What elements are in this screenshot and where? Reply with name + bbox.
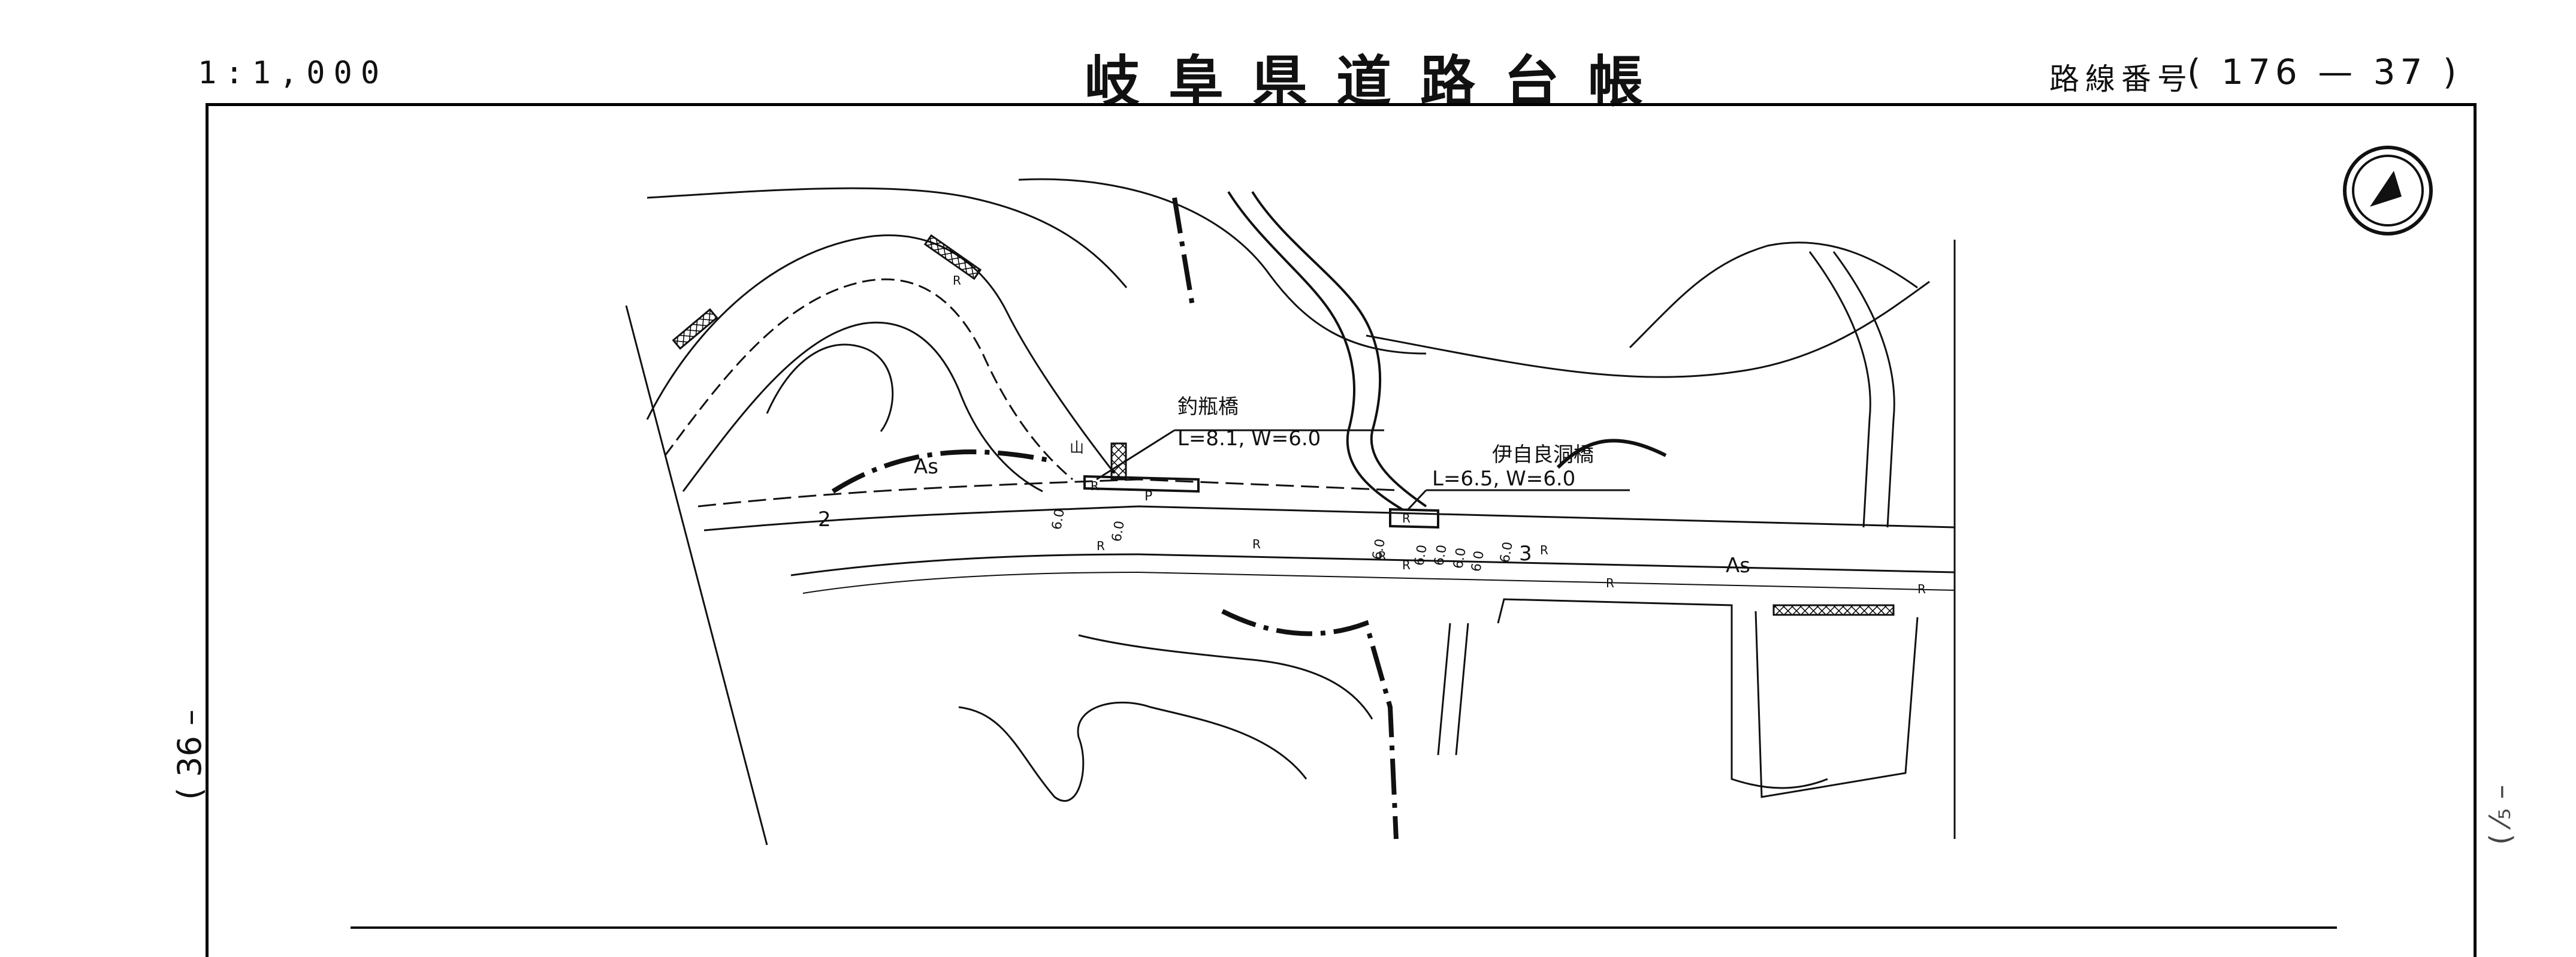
stream-1: [1808, 251, 1871, 528]
surface-label-1: As: [914, 455, 938, 479]
bridge-dims-ijira: L=6.5, W=6.0: [1432, 467, 1575, 491]
boundary-line-4: [1556, 439, 1667, 469]
width-label: 6.0: [1109, 520, 1128, 543]
route-number: ( 176 — 37 ): [2187, 52, 2462, 92]
guard-hatch-2: [923, 234, 982, 280]
road-edge-north: [703, 505, 1955, 532]
r-mark: R: [1097, 539, 1105, 553]
contour-2: [1018, 178, 1427, 355]
creek-edge: [1078, 634, 1373, 720]
r-mark: R: [1917, 582, 1926, 596]
boundary-line-3: [1221, 609, 1399, 840]
r-mark: R: [1091, 479, 1099, 493]
guard-hatch-1: [672, 308, 718, 350]
r-mark: R: [1252, 537, 1261, 551]
width-label: 6.0: [1432, 544, 1450, 567]
r-mark: R: [1402, 558, 1411, 572]
north-arrow-ring: [2343, 146, 2433, 236]
road-edge-south: [790, 553, 1955, 576]
side-road-edge-2: [1455, 623, 1469, 756]
north-arrow-icon: [2370, 171, 2402, 207]
bridge-leader-1: [1096, 429, 1175, 481]
r-mark: R: [1402, 511, 1411, 526]
guard-hatch-3: [1772, 604, 1895, 616]
terrace-edge: [1497, 598, 1828, 789]
contour-1: [647, 187, 1128, 288]
map-scale: 1:1,000: [198, 55, 388, 91]
contour-4: [1629, 241, 1918, 349]
boundary-line-1: [831, 449, 1055, 494]
section-number-3: 3: [1519, 542, 1532, 566]
map-area-left-edge: [625, 305, 768, 846]
loop-road-inner-edge: [682, 321, 1043, 493]
width-label: 6.0: [1497, 541, 1516, 564]
road-shoulder-south: [802, 571, 1955, 594]
bridge-name-ijira: 伊自良洞橋: [1492, 443, 1594, 467]
north-arrow-ring-inner: [2352, 155, 2424, 227]
loop-road-inner: [664, 278, 1073, 481]
tsurube-bridge-deck: [1083, 475, 1200, 493]
river-bank-west: [1227, 191, 1403, 511]
ijira-bridge-deck: [1389, 508, 1439, 529]
boundary-line-2: [1172, 197, 1195, 306]
width-label: 6.0: [1451, 547, 1469, 570]
shrine-symbol: 山: [1070, 439, 1084, 456]
lot-outline: [1754, 611, 1919, 798]
inner-island: [766, 343, 894, 432]
section-number-2: 2: [818, 508, 831, 532]
contour-3: [1366, 280, 1930, 378]
loop-road-outer: [646, 234, 1116, 474]
map-frame: [206, 103, 2477, 957]
width-label: 6.0: [1469, 550, 1487, 573]
road-centerline: [697, 478, 1397, 508]
bridge-name-tsurube: 釣瓶橋: [1177, 395, 1239, 419]
side-road-edge: [1437, 623, 1451, 756]
width-label: 6.0: [1412, 544, 1430, 567]
surface-label-2: As: [1726, 554, 1750, 578]
river-bank-east: [1251, 191, 1427, 508]
r-mark: R: [1540, 543, 1548, 557]
r-mark: R: [1378, 549, 1387, 563]
bridge-leader-2: [1407, 489, 1427, 511]
width-label: 6.0: [1049, 508, 1068, 531]
stream-2: [1832, 251, 1895, 528]
r-mark: R: [953, 273, 961, 288]
creek-outline: [958, 701, 1307, 802]
bridge-dims-tsurube: L=8.1, W=6.0: [1177, 427, 1321, 451]
p-mark: P: [1144, 489, 1152, 504]
route-number-label: 路線番号: [2049, 62, 2193, 96]
width-label: 6.0: [1370, 538, 1388, 561]
r-mark: R: [1606, 576, 1614, 590]
